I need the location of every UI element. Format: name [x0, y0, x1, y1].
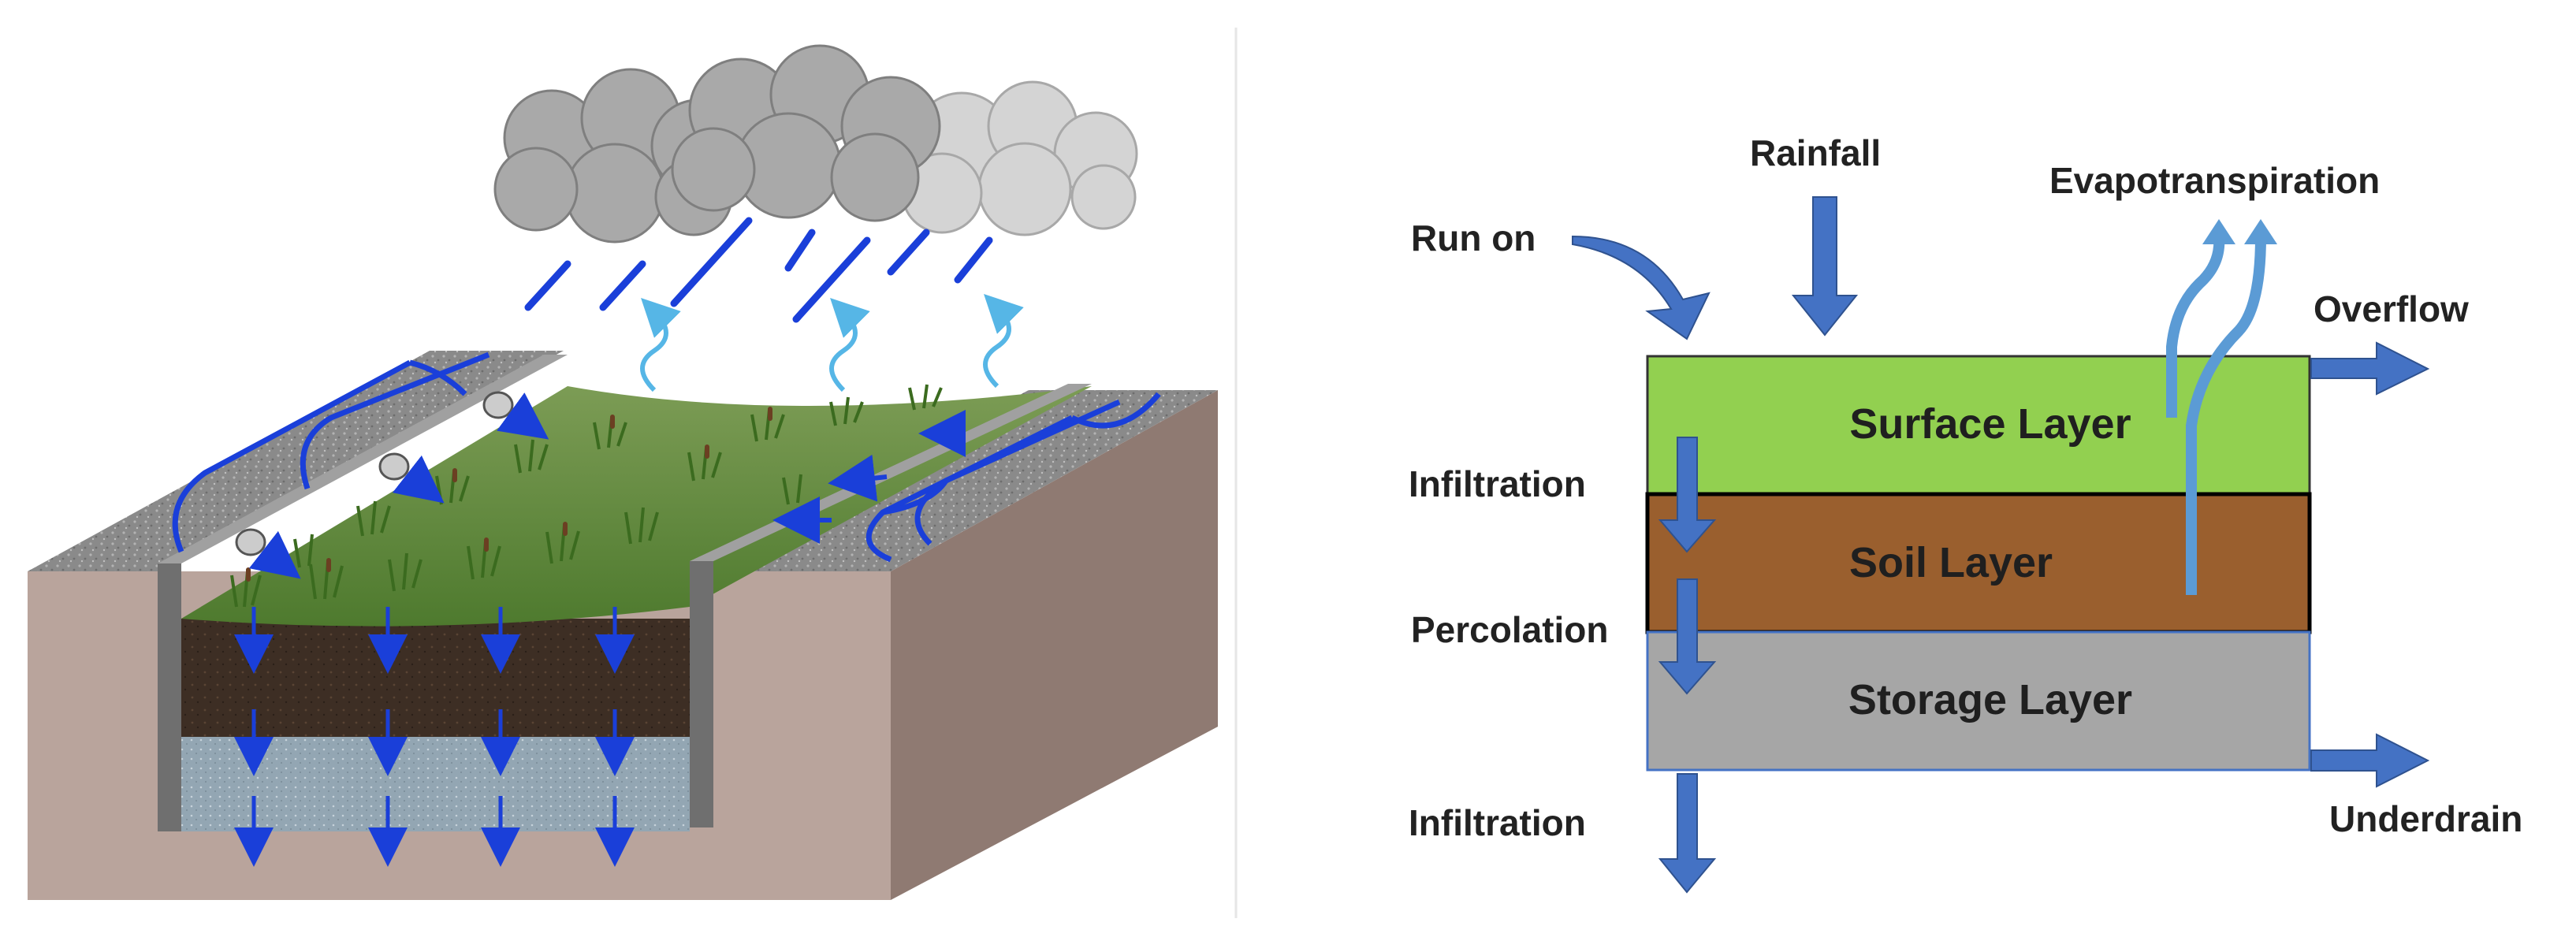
layer-flow-diagram: Surface Layer Soil Layer Storage Layer R…: [1409, 132, 2522, 894]
overflow-arrow: [2310, 341, 2430, 396]
evapotranspiration-label: Evapotranspiration: [2049, 160, 2380, 201]
trench-soil: [181, 619, 690, 737]
curb-right-front: [690, 561, 713, 827]
cloud-icon: [493, 44, 1138, 244]
storage-layer: [1646, 630, 2311, 772]
run-on-arrow: [1572, 235, 1711, 340]
cattail-heads: [246, 407, 772, 582]
infiltration-arrows: [234, 607, 635, 867]
inlet-flow-arrows: [248, 392, 966, 579]
overflow-label: Overflow: [2314, 288, 2469, 329]
percolation-arrow: [1658, 578, 1717, 695]
road-left: [28, 351, 564, 571]
trench-storage: [181, 737, 690, 831]
curb-left-top: [158, 355, 568, 563]
underdrain-label: Underdrain: [2329, 798, 2522, 839]
rainfall-arrow: [1791, 196, 1859, 337]
evap-arrowhead-1: [2202, 219, 2235, 244]
rainfall-label: Rainfall: [1750, 132, 1881, 173]
bioretention-illustration: [28, 44, 1218, 900]
underdrain-arrow: [2310, 733, 2430, 788]
ground-right-side: [891, 390, 1218, 900]
evap-arrowhead-2: [2244, 219, 2277, 244]
evapotranspiration-arrows: [2166, 236, 2266, 595]
surface-layer-label: Surface Layer: [1849, 400, 2131, 448]
curb-left-front: [158, 563, 181, 831]
run-on-label: Run on: [1411, 218, 1536, 258]
storage-layer-label: Storage Layer: [1848, 676, 2132, 723]
soil-layer-label: Soil Layer: [1849, 539, 2053, 586]
evaporation-squiggles: [640, 294, 1024, 392]
infiltration-top-arrow: [1658, 437, 1717, 553]
infiltration-bottom-arrow: [1658, 773, 1717, 894]
infiltration-top-label: Infiltration: [1409, 463, 1586, 504]
infiltration-bottom-label: Infiltration: [1409, 802, 1586, 843]
soil-layer: [1645, 492, 2312, 634]
runoff-lines: [172, 351, 1161, 563]
rain-icon: [524, 217, 993, 323]
percolation-label: Percolation: [1411, 609, 1609, 650]
grass-surface: [181, 386, 1092, 627]
